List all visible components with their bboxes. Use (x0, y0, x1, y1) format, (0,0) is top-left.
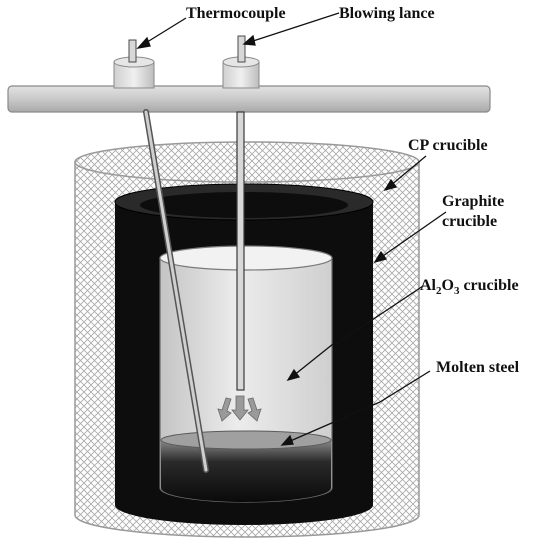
thermocouple-assembly (113, 39, 209, 473)
molten-steel (160, 430, 332, 502)
molten-steel-label: Molten steel (436, 359, 520, 376)
blowing-lance-label: Blowing lance (339, 5, 435, 22)
cp-crucible-label: CP crucible (408, 137, 488, 154)
graphite-crucible-label-line1: Graphite (442, 193, 504, 210)
thermocouple-label: Thermocouple (186, 5, 286, 22)
lid-plate (7, 85, 491, 113)
leader-lines (136, 12, 447, 446)
graphite-crucible-label-line2: crucible (442, 213, 497, 230)
gas-flow-arrows (217, 395, 262, 422)
al2o3-crucible-label: Al2O3 crucible (420, 277, 519, 297)
blowing-lance-assembly (222, 35, 260, 391)
